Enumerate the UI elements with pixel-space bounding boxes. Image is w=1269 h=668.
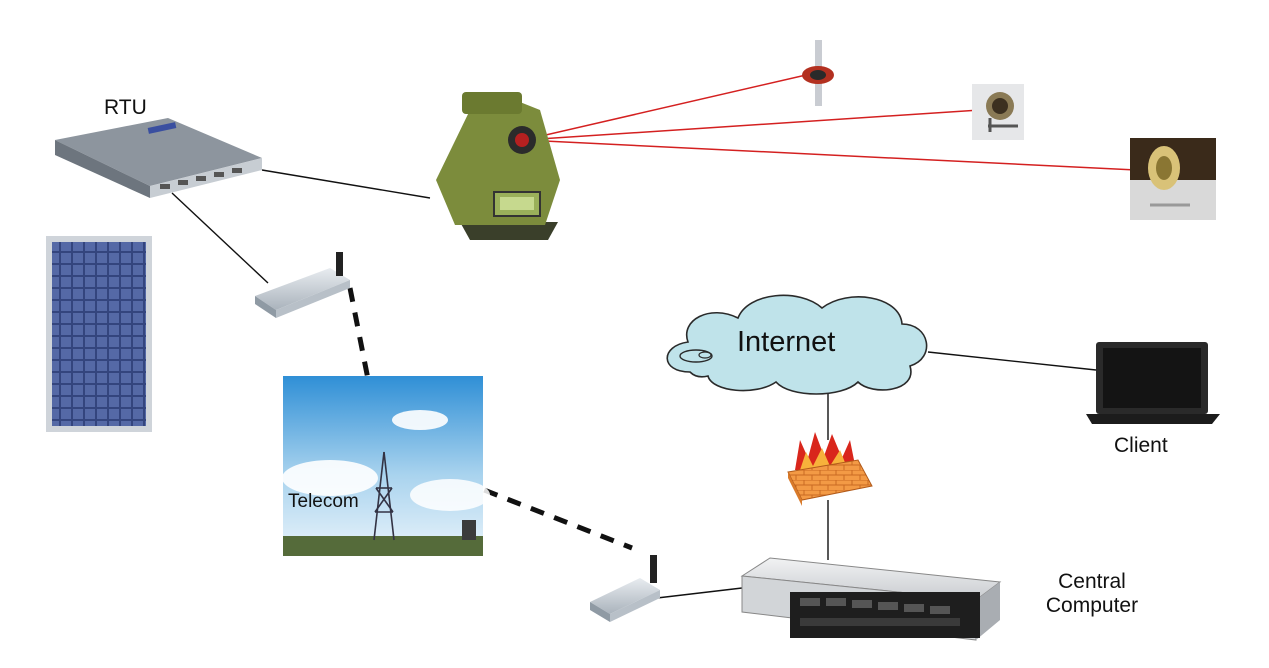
central-label-line1: Central — [1058, 570, 1126, 593]
modem-icon-bottom — [590, 555, 660, 622]
wireless-link — [347, 287, 633, 551]
telecom-tower-icon — [373, 451, 395, 541]
laptop-icon — [1086, 342, 1220, 424]
total-station-icon — [436, 92, 560, 240]
server-icon — [740, 557, 1002, 641]
internet-label: Internet — [737, 326, 836, 358]
client-label: Client — [1114, 434, 1168, 457]
solar-panel-icon — [46, 236, 152, 432]
laser-beams — [523, 74, 1137, 171]
cloud-icon — [666, 294, 928, 395]
firewall-icon — [787, 432, 873, 506]
modem-icon-top — [255, 252, 350, 318]
central-computer-label: Central Computer — [1030, 570, 1154, 618]
rtu-box-icon — [55, 118, 262, 198]
central-label-line2: Computer — [1045, 594, 1139, 617]
prism-target-3 — [1130, 138, 1216, 220]
telecom-photo — [282, 376, 490, 556]
prism-target-1 — [802, 40, 834, 106]
rtu-label: RTU — [104, 96, 147, 119]
telecom-label: Telecom — [288, 491, 359, 512]
connection-lines — [171, 169, 1097, 599]
prism-target-2 — [972, 84, 1024, 140]
